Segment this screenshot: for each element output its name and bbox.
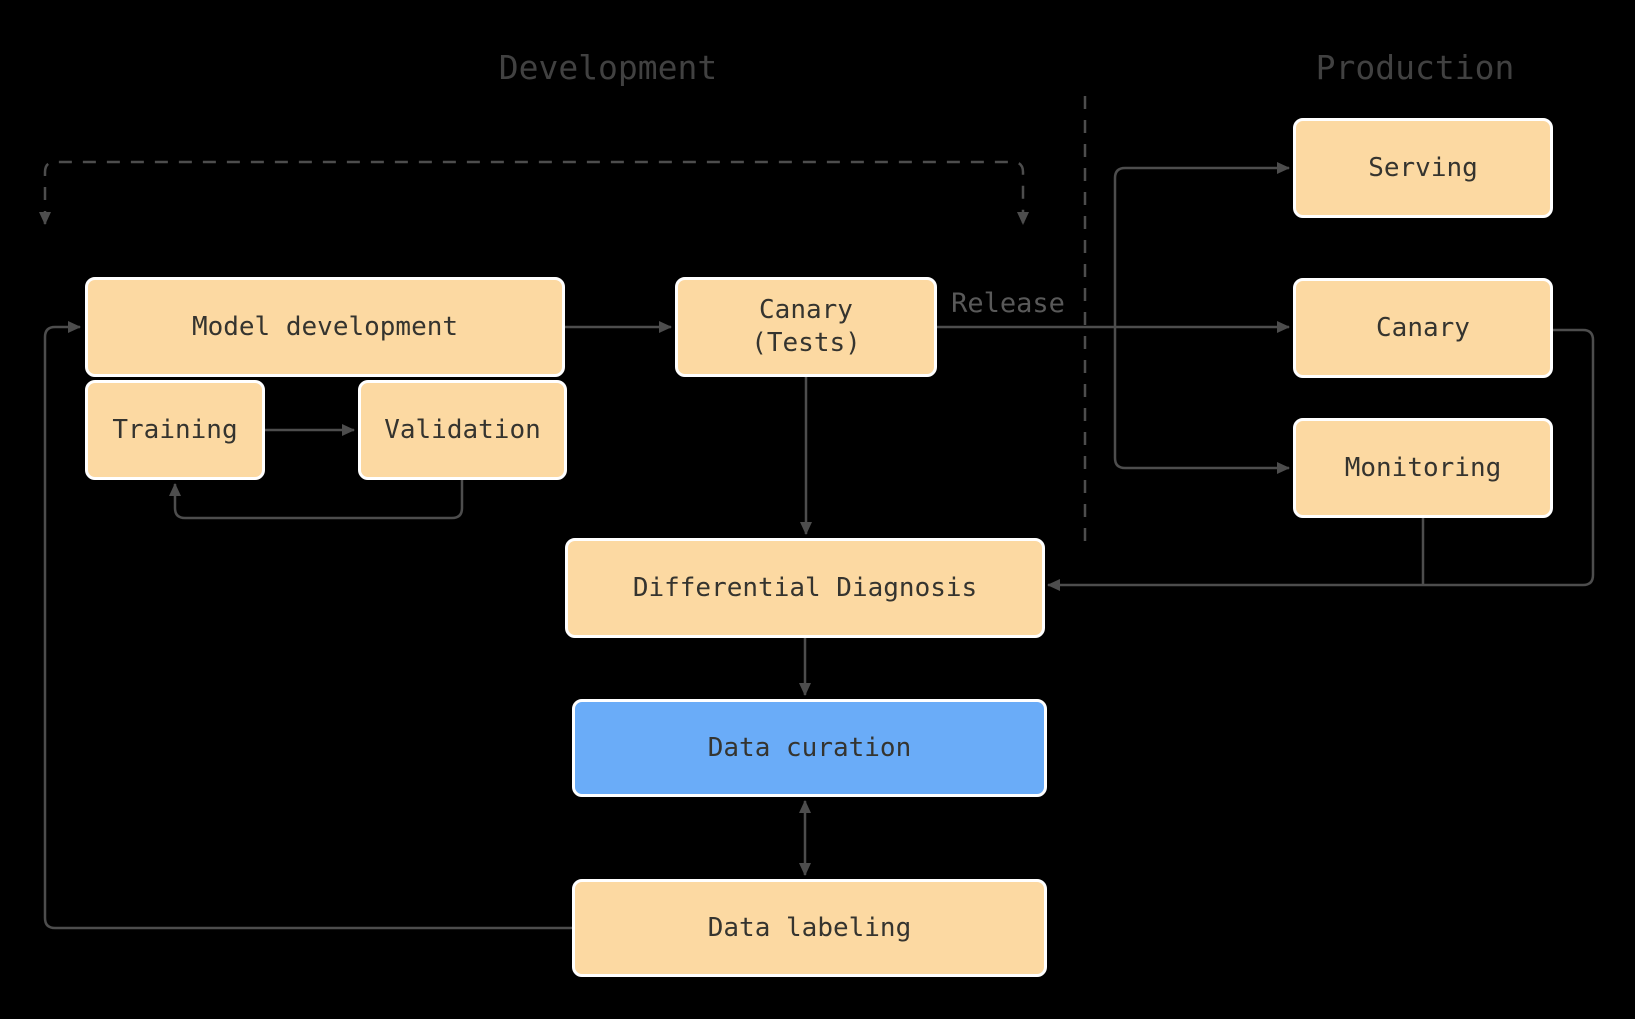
edge-release-to-monitoring — [1113, 327, 1290, 474]
node-monitoring: Monitoring — [1293, 418, 1553, 518]
node-data-curation-label: Data curation — [707, 732, 912, 763]
node-serving: Serving — [1293, 118, 1553, 218]
node-validation-label: Validation — [384, 414, 541, 445]
edge-dashed-feedback — [39, 160, 1029, 225]
section-label-development: Development — [498, 48, 718, 87]
edge-label-release: Release — [951, 288, 1065, 319]
edge-validation-to-training-loop — [169, 480, 464, 520]
node-canary-label: Canary — [1376, 312, 1470, 343]
node-model-development: Model development — [85, 277, 565, 377]
node-canary-tests-label-line2: (Tests) — [751, 328, 861, 358]
node-serving-label: Serving — [1368, 152, 1478, 183]
node-validation: Validation — [358, 380, 567, 480]
node-canary-tests: Canary (Tests) — [675, 277, 937, 377]
node-canary-tests-label-line1: Canary — [759, 295, 853, 325]
node-data-labeling: Data labeling — [572, 879, 1047, 977]
node-monitoring-label: Monitoring — [1344, 452, 1502, 483]
edge-canary-to-differentialdiagnosis — [1047, 328, 1595, 591]
node-differential-diagnosis: Differential Diagnosis — [565, 538, 1045, 638]
edge-release-to-serving — [1113, 162, 1290, 327]
node-data-labeling-label: Data labeling — [707, 912, 912, 943]
edge-datalabeling-to-modeldevelopment — [43, 321, 572, 930]
section-label-production: Production — [1315, 48, 1515, 87]
node-canary: Canary — [1293, 278, 1553, 378]
node-differential-diagnosis-label: Differential Diagnosis — [632, 572, 978, 603]
node-training-label: Training — [112, 414, 238, 445]
node-training: Training — [85, 380, 265, 480]
node-model-development-label: Model development — [191, 311, 459, 342]
node-data-curation: Data curation — [572, 699, 1047, 797]
